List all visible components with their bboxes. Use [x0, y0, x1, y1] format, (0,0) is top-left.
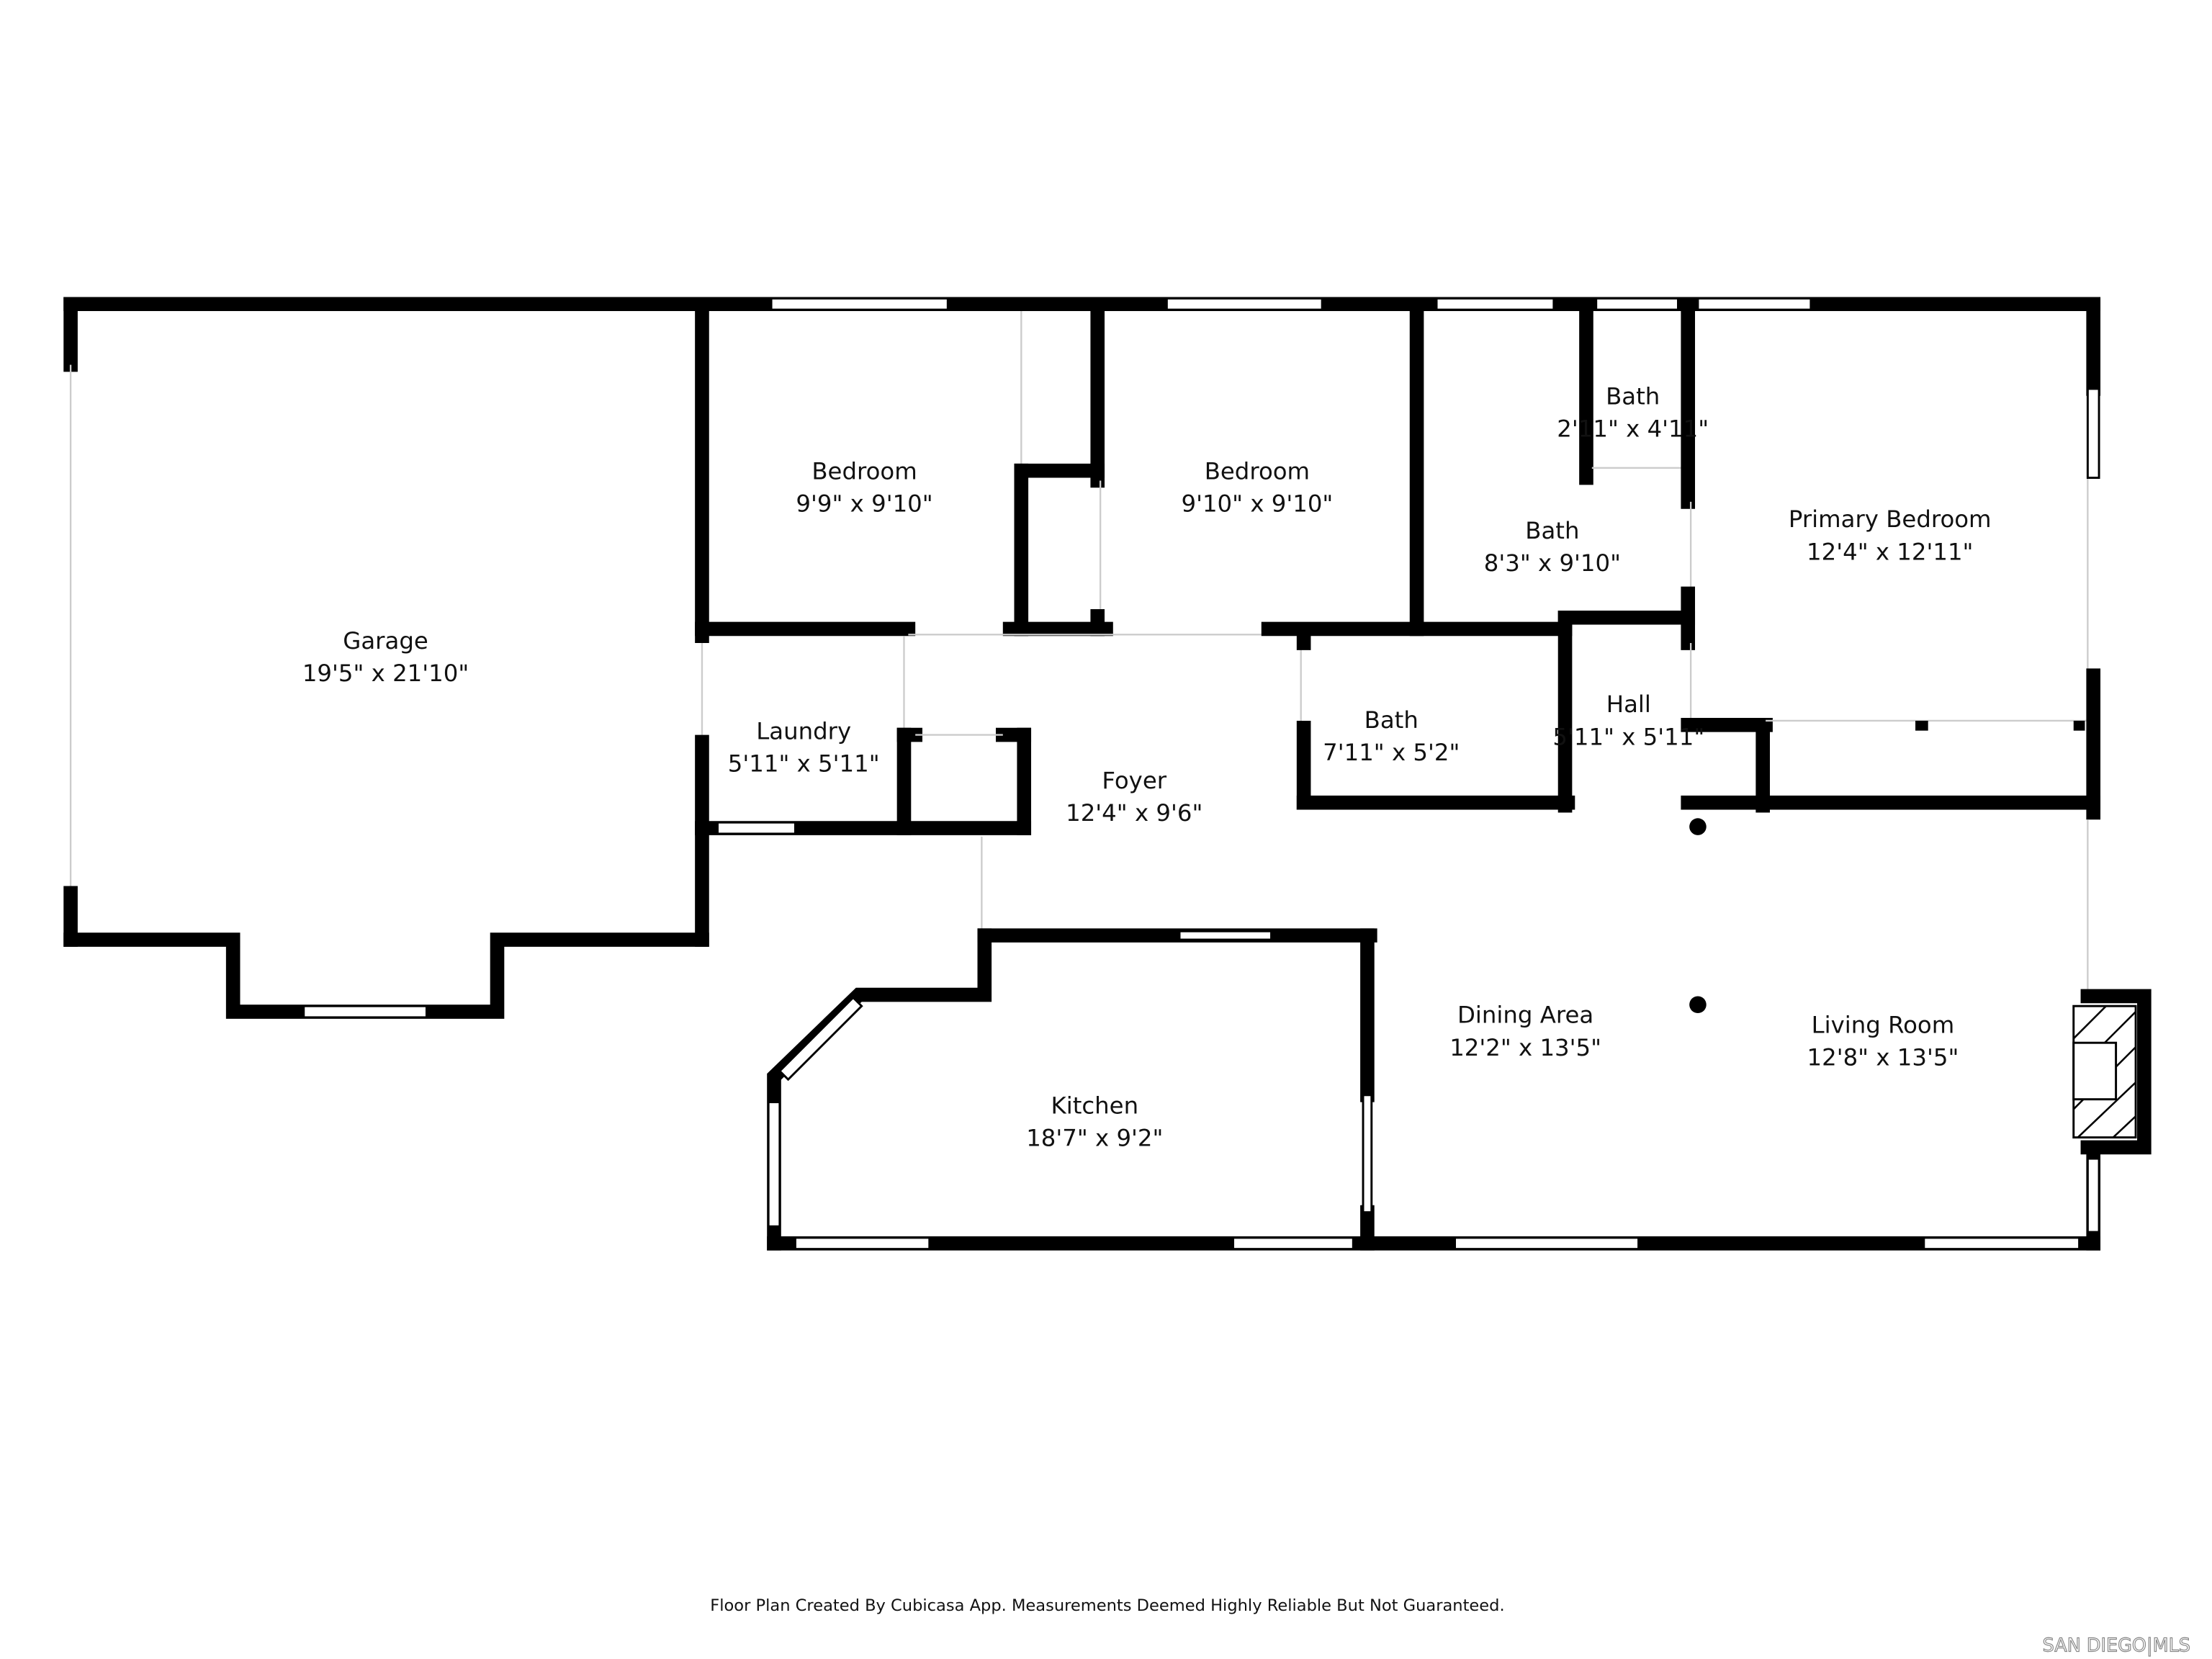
windows [302, 297, 2100, 1251]
room-name: Bath [1364, 706, 1419, 734]
room-name: Hall [1606, 691, 1651, 718]
room-size: 9'10" x 9'10" [1181, 490, 1333, 518]
room-name: Primary Bedroom [1789, 505, 1992, 533]
room-name: Bath [1606, 383, 1660, 410]
room-name: Bedroom [811, 458, 917, 485]
room-name: Kitchen [1051, 1092, 1138, 1119]
room-size: 5'11" x 5'11" [728, 750, 880, 778]
room-size: 12'8" x 13'5" [1807, 1044, 1959, 1071]
column-dot [1689, 818, 1707, 835]
room-size: 12'2" x 13'5" [1449, 1034, 1601, 1061]
room-size: 19'5" x 21'10" [302, 660, 469, 687]
room-name: Garage [343, 627, 428, 655]
room-name: Foyer [1102, 767, 1166, 794]
room-name: Bath [1525, 517, 1579, 544]
room-size: 18'7" x 9'2" [1026, 1124, 1163, 1151]
room-size: 9'9" x 9'10" [796, 490, 932, 518]
footer-disclaimer: Floor Plan Created By Cubicasa App. Meas… [710, 1596, 1504, 1615]
column-dot [1689, 996, 1707, 1014]
room-name: Dining Area [1457, 1002, 1593, 1029]
room-size: 8'3" x 9'10" [1484, 549, 1621, 577]
room-size: 12'4" x 12'11" [1807, 538, 1973, 565]
room-name: Living Room [1812, 1011, 1955, 1038]
room-size: 7'11" x 5'2" [1323, 739, 1460, 766]
room-name: Laundry [756, 717, 851, 745]
room-size: 12'4" x 9'6" [1066, 799, 1202, 827]
walls [63, 297, 2152, 1251]
room-size: 5'11" x 5'11" [1552, 723, 1704, 750]
room-labels: Garage 19'5" x 21'10" Bedroom 9'9" x 9'1… [302, 383, 1992, 1152]
room-name: Bedroom [1205, 458, 1310, 485]
room-size: 2'11" x 4'11" [1557, 415, 1709, 443]
mls-logo: SAN DIEGO|MLS [2043, 1635, 2190, 1657]
